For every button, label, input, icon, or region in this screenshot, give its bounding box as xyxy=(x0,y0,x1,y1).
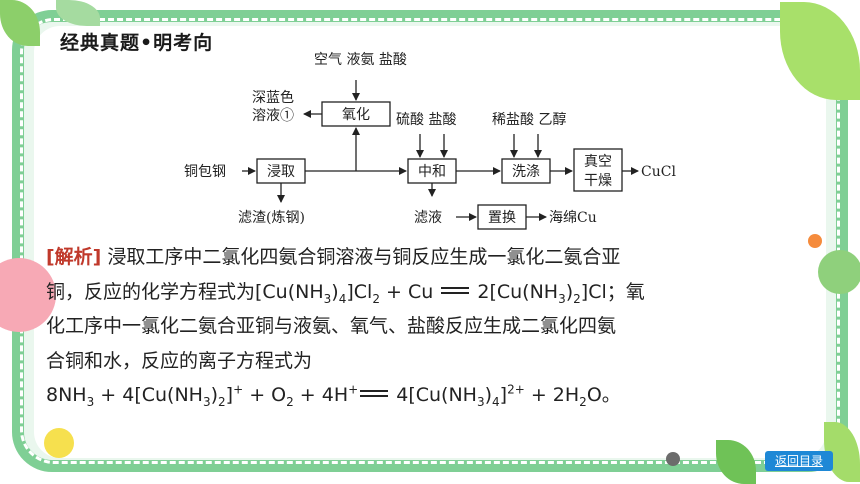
label-wash-reagents: 稀盐酸 乙醇 xyxy=(492,111,566,128)
label-dry-2: 干燥 xyxy=(584,173,612,189)
label-filtrate: 滤液 xyxy=(414,210,442,226)
box-vacuum-dry xyxy=(573,148,623,192)
frame-dashed-stripe xyxy=(20,18,840,464)
label-dry-1: 真空 xyxy=(584,154,612,170)
analysis-line-5: 8NH3 + 4[Cu(NH3)2]+ + O2 + 4H+ 4[Cu(NH3)… xyxy=(46,382,621,409)
leaf-decoration-top-left xyxy=(0,0,40,46)
label-replace: 置换 xyxy=(488,209,516,226)
analysis-label: [解析] xyxy=(46,246,102,268)
analysis-line-1: [解析] 浸取工序中二氯化四氨合铜溶液与铜反应生成一氯化二氨合亚 xyxy=(46,246,621,268)
page-title: 经典真题•明考向 xyxy=(60,32,214,54)
green-circle-decoration xyxy=(818,250,860,294)
label-feed: 铜包钢 xyxy=(184,164,226,180)
grey-dot-decoration xyxy=(666,452,680,466)
label-product: CuCl xyxy=(641,164,676,180)
label-air-ammonia-hcl: 空气 液氨 盐酸 xyxy=(314,52,407,68)
label-neutralize: 中和 xyxy=(418,164,446,180)
process-flow-diagram: 空气 液氨 盐酸 氧化 深蓝色 溶液① 硫酸 盐酸 稀盐酸 乙醇 铜包钢 浸取 … xyxy=(184,52,676,230)
yellow-circle-decoration xyxy=(44,428,74,458)
label-oxidation: 氧化 xyxy=(342,107,370,123)
equals-sign xyxy=(439,281,471,300)
equals-sign xyxy=(358,384,390,403)
analysis-line-2: 铜，反应的化学方程式为[Cu(NH3)4]Cl2 + Cu 2[Cu(NH3)2… xyxy=(46,280,645,306)
analysis-line-3: 化工序中一氯化二氨合亚铜与液氨、氧气、盐酸反应生成二氯化四氨 xyxy=(46,315,617,337)
orange-dot-decoration xyxy=(808,234,822,248)
label-leach: 浸取 xyxy=(267,164,295,180)
analysis-text: [解析] 浸取工序中二氯化四氨合铜溶液与铜反应生成一氯化二氨合亚 铜，反应的化学… xyxy=(46,240,826,413)
label-wash: 洗涤 xyxy=(512,164,540,180)
label-residue: 滤渣(炼钢) xyxy=(238,210,305,226)
label-deep-blue-2: 溶液① xyxy=(252,108,294,124)
analysis-line-4: 合铜和水，反应的离子方程式为 xyxy=(46,349,313,372)
label-acids: 硫酸 盐酸 xyxy=(396,112,456,128)
back-to-contents-button[interactable]: 返回目录 xyxy=(765,451,833,471)
content-panel xyxy=(34,26,826,458)
label-deep-blue-1: 深蓝色 xyxy=(252,89,294,106)
label-sponge-cu: 海绵Cu xyxy=(549,209,597,226)
